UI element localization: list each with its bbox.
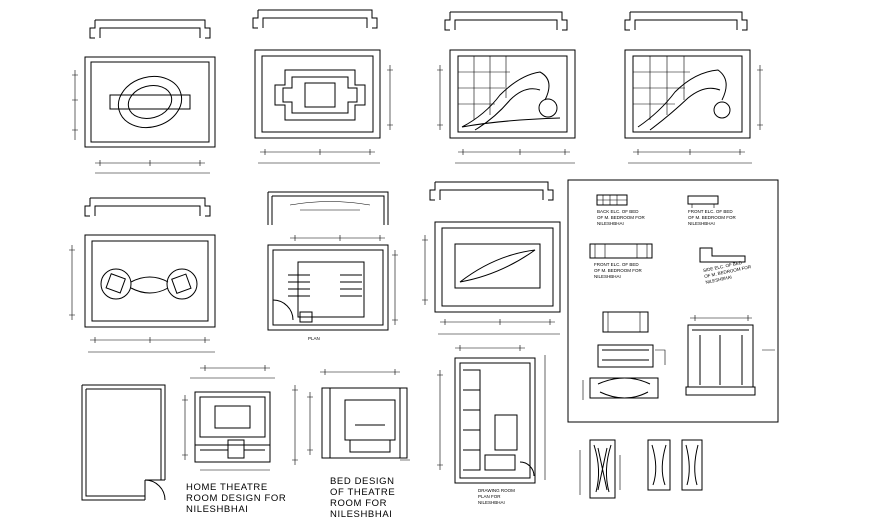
ceiling-design-dumbbell <box>69 198 215 352</box>
ceiling-design-oval <box>72 20 215 173</box>
ceiling-design-grid-wave-2 <box>625 12 763 163</box>
bed-detail-sections <box>580 440 702 498</box>
ceiling-design-grid-wave-1 <box>437 12 575 163</box>
room-plan-layout: PLAN <box>268 192 398 341</box>
ceiling-design-stepped-square <box>253 10 393 163</box>
ceiling-design-diagonal-oval <box>422 182 560 334</box>
plan-label: PLAN <box>308 336 320 341</box>
home-theatre-door-plan <box>82 385 165 500</box>
